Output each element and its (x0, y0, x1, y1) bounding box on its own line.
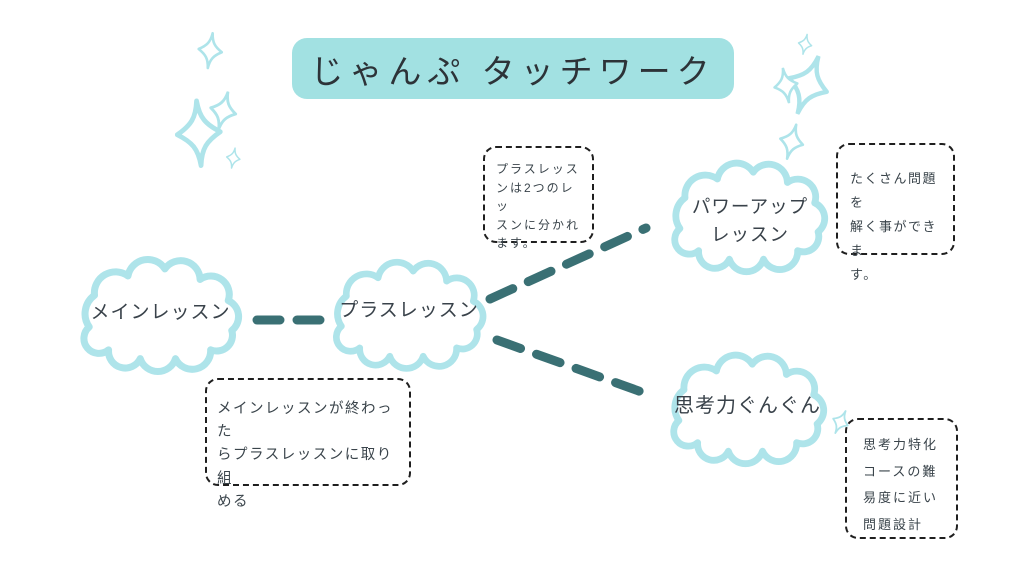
sparkle-icon (795, 32, 815, 57)
cloud-label-thinking: 思考力ぐんぐん (674, 395, 821, 417)
sparkle-icon (194, 30, 226, 71)
sparkle-icon (224, 146, 243, 171)
cloud-label-powerup: パワーアップ レッスン (691, 196, 809, 245)
connector-plus-to-thinking (492, 335, 655, 400)
note-plus-lesson: プラスレッス ンは2つのレッ スンに分かれ ます。 (483, 146, 594, 250)
note-thinking-lesson: 思考力特化 コースの難 易度に近い 問題設計 (845, 418, 958, 539)
diagram-title: じゃんぷ タッチワーク (292, 38, 734, 99)
cloud-label-plus: プラスレッスン (339, 300, 479, 321)
sparkle-icon (774, 120, 809, 164)
note-powerup-lesson: たくさん問題を 解く事ができま す。 (836, 143, 955, 282)
cloud-label-main: メインレッスン (90, 302, 231, 323)
note-main-lesson: メインレッスンが終わった らプラスレッスンに取り組 める (205, 378, 411, 510)
diagram-title-text: じゃんぷ タッチワーク (310, 52, 716, 90)
sparkle-icon (770, 65, 802, 106)
connector-plus-to-powerup (485, 223, 651, 304)
